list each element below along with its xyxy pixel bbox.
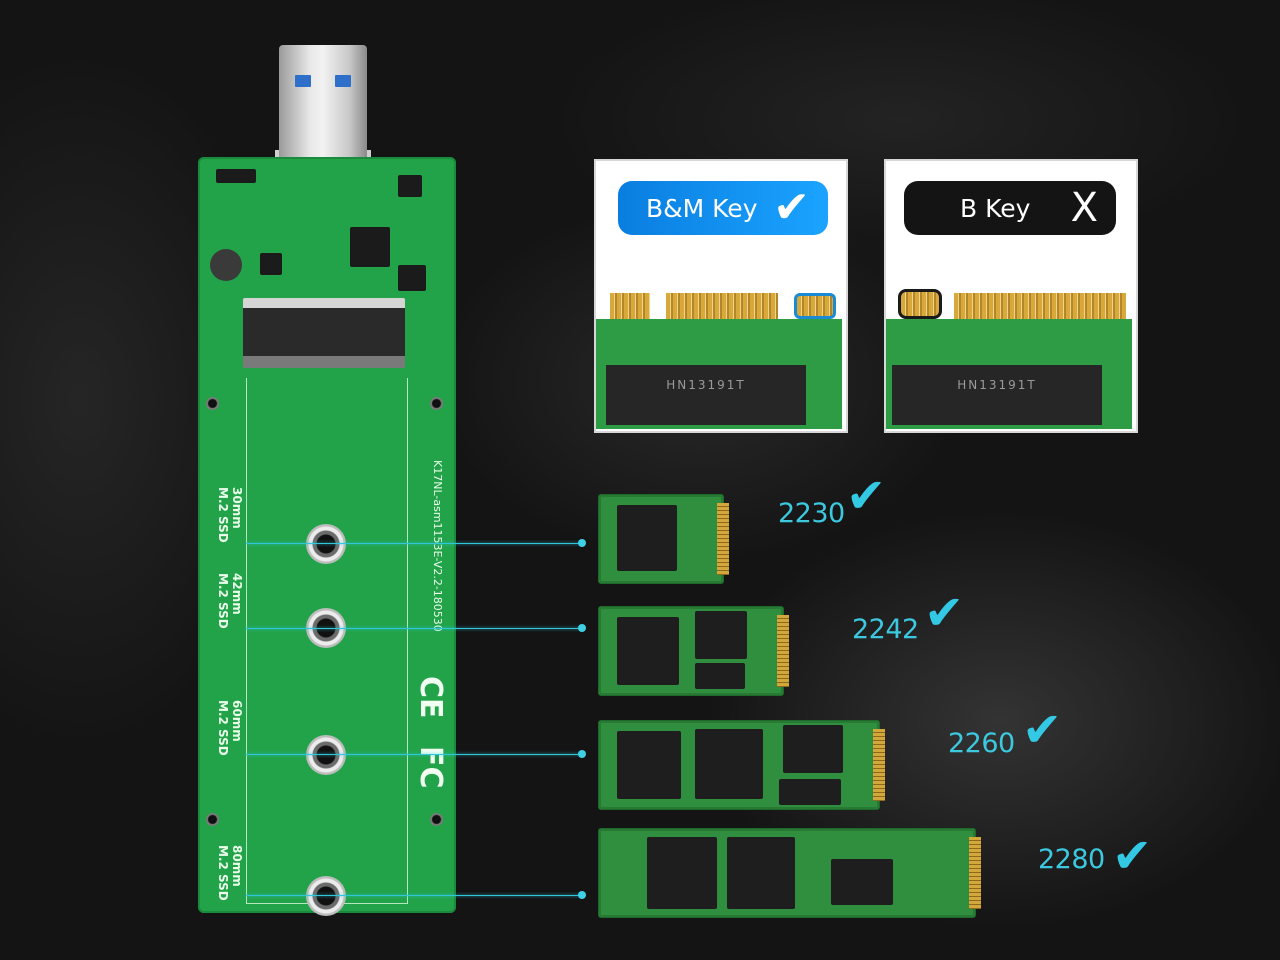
guide-line-2280 — [246, 895, 582, 896]
nand-chip: HN13191T — [606, 365, 806, 425]
component — [216, 169, 256, 183]
guide-dot — [578, 539, 586, 547]
ce-mark: CE — [413, 676, 448, 719]
b-key-panel: B Key X HN13191T — [884, 159, 1138, 433]
standoff-hole-2230 — [306, 524, 346, 564]
ssd-2230 — [598, 494, 729, 584]
bay-type-label: M.2 SSD — [216, 487, 230, 543]
usb-connector — [279, 45, 367, 175]
inductor — [210, 249, 242, 281]
checkmark-icon: ✔ — [924, 585, 965, 641]
cross-icon: X — [1070, 185, 1098, 231]
bm-key-label: B&M Key — [646, 193, 758, 223]
usb-contact-slot — [335, 75, 351, 87]
size-label-2230: 2230 — [778, 498, 845, 529]
component — [398, 265, 426, 291]
size-label-2280: 2280 — [1038, 844, 1105, 875]
bay-marking-80mm: 80mm M.2 SSD — [216, 845, 244, 901]
guide-line-2260 — [246, 754, 582, 755]
ssd-2260 — [598, 720, 885, 810]
bm-key-panel: B&M Key ✔ HN13191T — [594, 159, 848, 433]
b-key-label: B Key — [960, 193, 1031, 223]
mounting-hole — [430, 397, 443, 410]
bay-type-label: M.2 SSD — [216, 700, 230, 756]
mounting-hole — [206, 813, 219, 826]
bay-type-label: M.2 SSD — [216, 845, 230, 901]
checkmark-icon: ✔ — [1112, 828, 1153, 884]
nand-chip: HN13191T — [892, 365, 1102, 425]
checkmark-icon: ✔ — [1022, 702, 1063, 758]
checkmark-icon: ✔ — [773, 182, 810, 233]
bay-length-label: 60mm — [230, 700, 244, 742]
bm-key-badge: B&M Key ✔ — [618, 181, 828, 235]
bay-marking-42mm: 42mm M.2 SSD — [216, 573, 244, 629]
usb-contact-slot — [295, 75, 311, 87]
ssd-2280 — [598, 828, 981, 918]
fc-mark: FC — [413, 746, 448, 789]
guide-dot — [578, 624, 586, 632]
regulator-chip — [398, 175, 422, 197]
size-label-2260: 2260 — [948, 728, 1015, 759]
bay-marking-60mm: 60mm M.2 SSD — [216, 700, 244, 756]
controller-chip — [350, 227, 390, 267]
guide-dot — [578, 750, 586, 758]
standoff-hole-2280 — [306, 876, 346, 916]
checkmark-icon: ✔ — [846, 468, 887, 524]
m-key-notch-highlight — [794, 293, 836, 319]
component — [260, 253, 282, 275]
gold-fingers — [954, 293, 1126, 319]
bay-marking-30mm: 30mm M.2 SSD — [216, 487, 244, 543]
gold-fingers — [610, 293, 650, 319]
b-key-badge: B Key X — [904, 181, 1116, 235]
standoff-hole-2260 — [306, 735, 346, 775]
guide-line-2242 — [246, 628, 582, 629]
mounting-hole — [430, 813, 443, 826]
b-key-notch-highlight — [898, 289, 942, 319]
guide-dot — [578, 891, 586, 899]
gold-fingers — [666, 293, 778, 319]
adapter-board — [198, 157, 456, 913]
mounting-hole — [206, 397, 219, 410]
m2-slot — [243, 298, 405, 368]
bay-length-label: 30mm — [230, 487, 244, 529]
bay-length-label: 80mm — [230, 845, 244, 887]
size-label-2242: 2242 — [852, 614, 919, 645]
ssd-2242 — [598, 606, 789, 696]
bay-length-label: 42mm — [230, 573, 244, 615]
guide-line-2230 — [246, 543, 582, 544]
bay-type-label: M.2 SSD — [216, 573, 230, 629]
board-model-text: K17NL-asm1153E-V2.2-180530 — [431, 460, 444, 632]
